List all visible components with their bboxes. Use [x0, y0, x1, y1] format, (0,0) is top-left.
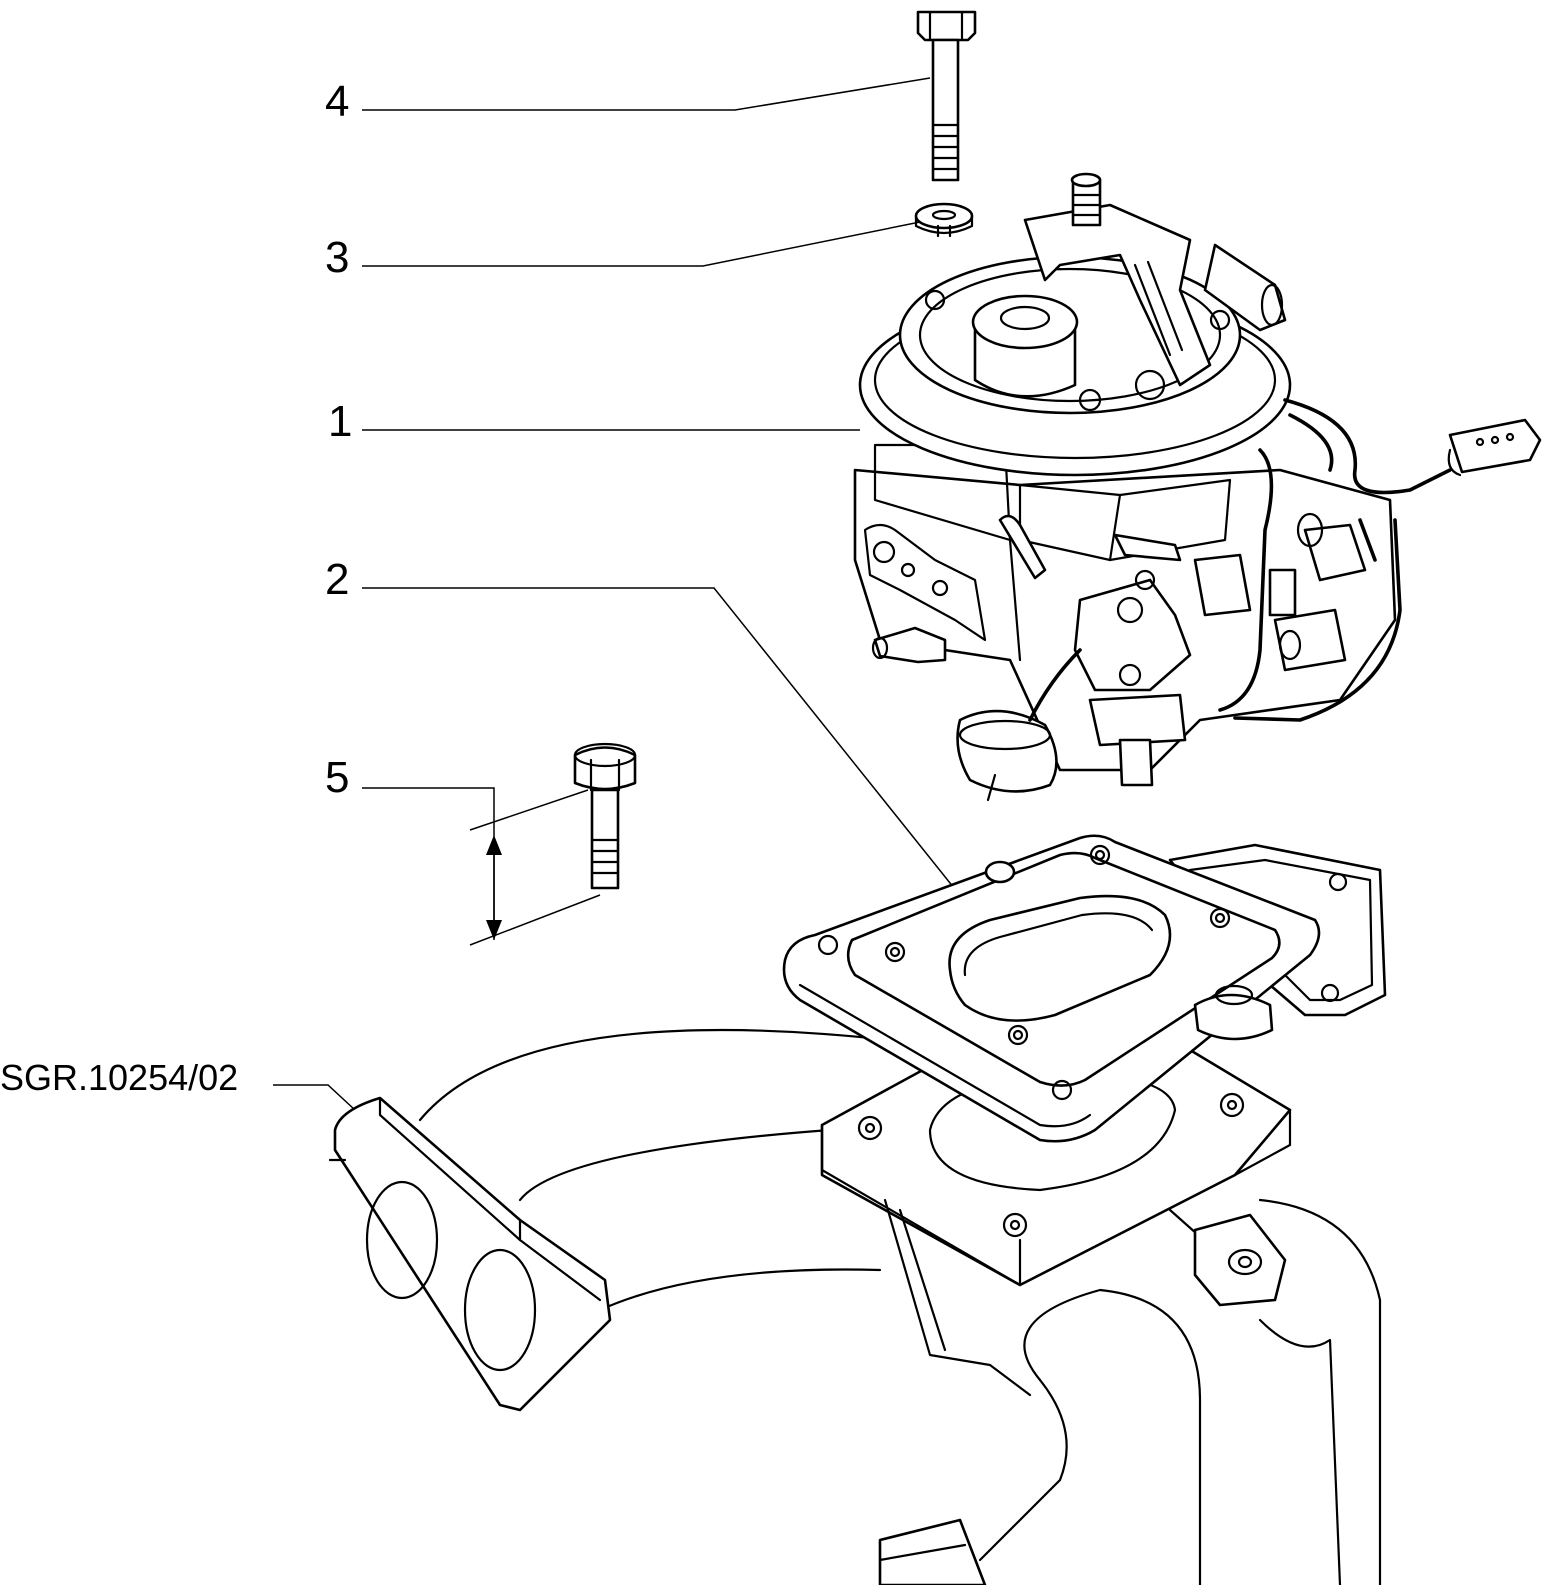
callout-part-4: 4: [325, 77, 350, 126]
drawing-reference: SGR.10254/02: [0, 1057, 239, 1098]
leader-line-2: [362, 587, 959, 894]
callout-part-3: 3: [325, 233, 350, 282]
intake-manifold-icon: [328, 1028, 1382, 1585]
leader-line-5: [362, 787, 495, 940]
leader-line-4: [362, 77, 931, 111]
callout-part-1: 1: [328, 397, 353, 446]
gasket-icon: [782, 834, 1387, 1143]
callout-part-5: 5: [325, 753, 350, 802]
hex-bolt-icon: [573, 742, 637, 890]
washer-icon: [914, 202, 974, 238]
carburetor-icon: [853, 172, 1542, 802]
callout-part-2: 2: [325, 555, 350, 604]
leader-line-ref: [273, 1084, 356, 1111]
dimension-marker: [469, 789, 601, 946]
leader-line-3: [362, 221, 921, 267]
leader-lines: [273, 77, 959, 1111]
hex-bolt-icon: [916, 10, 977, 182]
